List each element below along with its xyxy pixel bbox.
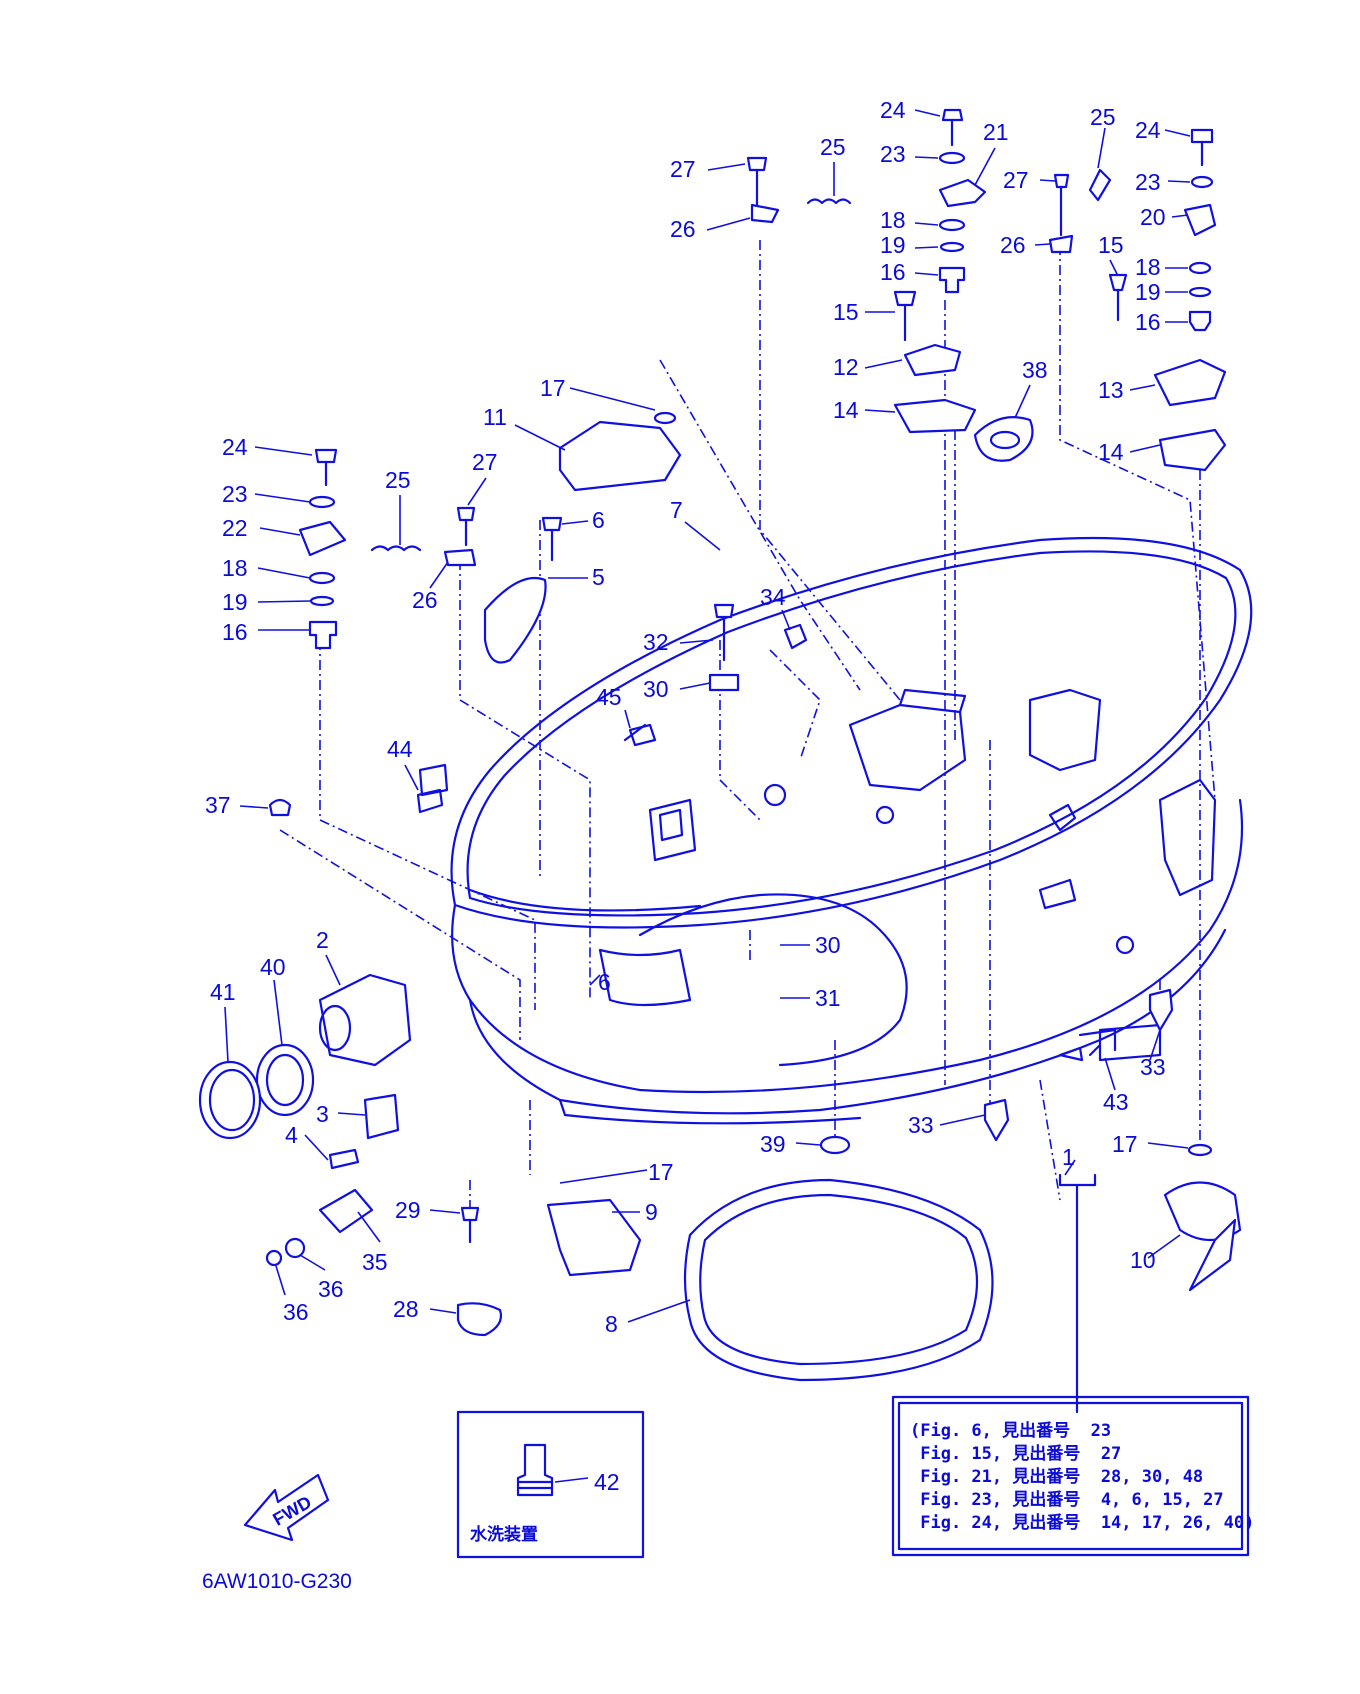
callout-12: 12 xyxy=(833,354,859,380)
fasteners xyxy=(198,108,1242,1414)
callout-18-left: 18 xyxy=(222,555,248,581)
callout-26-top-left: 26 xyxy=(670,216,696,242)
callout-34: 34 xyxy=(760,584,786,610)
callout-30-upper: 30 xyxy=(643,676,669,702)
callout-41: 41 xyxy=(210,979,236,1005)
callout-24-top-right: 24 xyxy=(1135,117,1161,143)
callout-17-upper: 17 xyxy=(540,375,566,401)
callout-23-top-right: 23 xyxy=(1135,169,1161,195)
callout-19-right: 19 xyxy=(1135,279,1161,305)
callout-43: 43 xyxy=(1103,1089,1129,1115)
flushing-device-inset: 42 水洗装置 xyxy=(456,1410,645,1559)
callout-24-left: 24 xyxy=(222,434,248,460)
callout-19-left: 19 xyxy=(222,589,248,615)
callout-2: 2 xyxy=(316,927,329,953)
callout-36-left: 36 xyxy=(283,1299,309,1325)
callout-29: 29 xyxy=(395,1197,421,1223)
callout-16-top-center: 16 xyxy=(880,259,906,285)
callout-26-top-right: 26 xyxy=(1000,232,1026,258)
reference-line-1: (Fig. 6, 見出番号 23 xyxy=(910,1420,1111,1441)
callout-42: 42 xyxy=(594,1469,620,1495)
callout-25-top-right: 25 xyxy=(1090,104,1116,130)
callout-31: 31 xyxy=(815,985,841,1011)
callout-23-left: 23 xyxy=(222,481,248,507)
callout-27-top-right: 27 xyxy=(1003,167,1029,193)
callout-8: 8 xyxy=(605,1311,618,1337)
fwd-arrow-icon: FWD xyxy=(243,1473,330,1542)
callout-6-lower: 6 xyxy=(598,969,611,995)
callout-15-right: 15 xyxy=(1098,232,1124,258)
reference-line-4: Fig. 23, 見出番号 4, 6, 15, 27 xyxy=(910,1489,1224,1510)
callout-38: 38 xyxy=(1022,357,1048,383)
callout-39: 39 xyxy=(760,1131,786,1157)
callout-17-lower: 17 xyxy=(648,1159,674,1185)
assembly-lines xyxy=(279,240,1216,1220)
callout-45: 45 xyxy=(596,684,622,710)
flushing-device-label: 水洗装置 xyxy=(470,1524,538,1545)
callout-23-top-center: 23 xyxy=(880,141,906,167)
callout-1: 1 xyxy=(1062,1144,1075,1170)
callout-15-center: 15 xyxy=(833,299,859,325)
callout-27-left: 27 xyxy=(472,449,498,475)
callout-32: 32 xyxy=(643,629,669,655)
callout-19-top-center: 19 xyxy=(880,232,906,258)
callout-18-top-center: 18 xyxy=(880,207,906,233)
callout-16-left: 16 xyxy=(222,619,248,645)
callout-5: 5 xyxy=(592,564,605,590)
callout-4: 4 xyxy=(285,1122,298,1148)
callout-17-right: 17 xyxy=(1112,1131,1138,1157)
callout-9: 9 xyxy=(645,1199,658,1225)
callout-6-upper: 6 xyxy=(592,507,605,533)
reference-line-5: Fig. 24, 見出番号 14, 17, 26, 40) xyxy=(910,1512,1254,1533)
callout-26-left: 26 xyxy=(412,587,438,613)
callout-7: 7 xyxy=(670,497,683,523)
callout-20: 20 xyxy=(1140,204,1166,230)
callout-24-top-center: 24 xyxy=(880,97,906,123)
drawing-code: 6AW1010-G230 xyxy=(202,1570,352,1593)
callout-16-right: 16 xyxy=(1135,309,1161,335)
callout-44: 44 xyxy=(387,736,413,762)
callout-11: 11 xyxy=(483,404,507,430)
figure-reference-box: (Fig. 6, 見出番号 23 Fig. 15, 見出番号 27 Fig. 2… xyxy=(891,1395,1254,1557)
callout-3: 3 xyxy=(316,1101,329,1127)
reference-line-2: Fig. 15, 見出番号 27 xyxy=(910,1443,1121,1464)
callout-28: 28 xyxy=(393,1296,419,1322)
callout-labels: 24 23 21 27 25 26 18 19 16 15 12 14 25 2… xyxy=(205,97,1166,1337)
callout-25-top-left: 25 xyxy=(820,134,846,160)
callout-33-center: 33 xyxy=(908,1112,934,1138)
callout-27-top-left: 27 xyxy=(670,156,696,182)
reference-line-3: Fig. 21, 見出番号 28, 30, 48 xyxy=(910,1466,1203,1487)
callout-33-right: 33 xyxy=(1140,1054,1166,1080)
callout-36-right: 36 xyxy=(318,1276,344,1302)
callout-25-left: 25 xyxy=(385,467,411,493)
callout-21: 21 xyxy=(983,119,1009,145)
callout-40: 40 xyxy=(260,954,286,980)
callout-35: 35 xyxy=(362,1249,388,1275)
callout-22: 22 xyxy=(222,515,248,541)
leader-lines xyxy=(224,109,1191,1483)
bottom-cowling-body xyxy=(450,536,1253,1125)
callout-13: 13 xyxy=(1098,377,1124,403)
callout-10: 10 xyxy=(1130,1247,1156,1273)
callout-30-lower: 30 xyxy=(815,932,841,958)
callout-14-center: 14 xyxy=(833,397,859,423)
callout-18-right: 18 xyxy=(1135,254,1161,280)
callout-14-right: 14 xyxy=(1098,439,1124,465)
callout-37: 37 xyxy=(205,792,231,818)
